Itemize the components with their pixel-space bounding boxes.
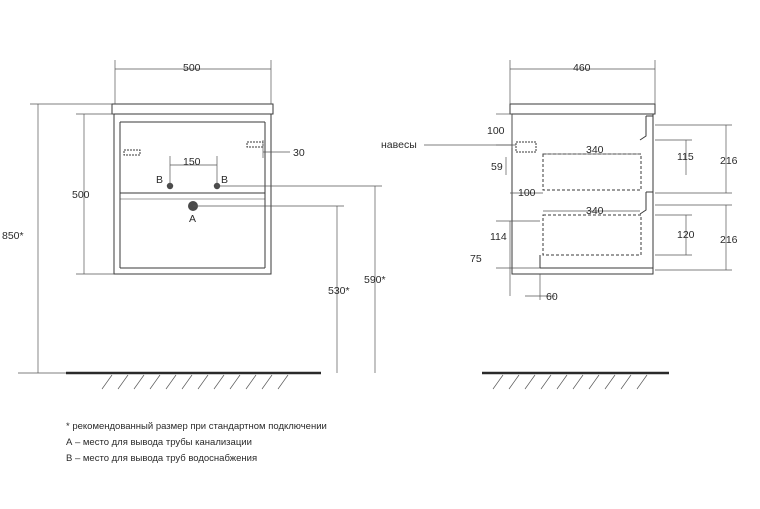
dim-hinge-offset: 30 (293, 147, 305, 159)
label-drain: A (189, 213, 196, 225)
dim-hinge-gap: 59 (491, 161, 503, 173)
dim-shelf-depth-top: 340 (586, 144, 604, 156)
side-front-top-panel (639, 115, 653, 141)
side-drawer-top (542, 153, 642, 191)
floor-hatch-right (492, 374, 648, 390)
front-countertop (111, 103, 274, 115)
dim-hinge-mid: 100 (518, 187, 536, 199)
note-water: В – место для вывода труб водоснабжения (66, 453, 258, 464)
side-countertop (509, 103, 656, 115)
dim-front-height: 500 (72, 189, 90, 201)
dim-bottom-gap: 114 (490, 231, 507, 243)
dim-drain-height: 530* (328, 285, 350, 297)
dim-water-height: 590* (364, 274, 386, 286)
notes: * рекомендованный размер при стандартном… (66, 419, 327, 467)
front-dimensions (30, 60, 382, 373)
dim-side-width: 460 (573, 62, 591, 74)
dim-bottom-drawer-height: 216 (720, 234, 738, 246)
front-cabinet-body (113, 113, 272, 275)
floor-hatch-left (101, 374, 289, 390)
dim-recess: 60 (546, 291, 558, 303)
note-drain: А – место для вывода трубы канализации (66, 437, 252, 448)
dim-top-drawer-gap: 115 (677, 151, 694, 163)
side-hinge (515, 141, 537, 153)
label-water-right: B (221, 174, 228, 186)
note-recommended: * рекомендованный размер при стандартном… (66, 421, 327, 432)
dim-bottom-drawer-gap: 120 (677, 229, 695, 241)
dim-front-width: 500 (183, 62, 201, 74)
side-cabinet-body (511, 113, 654, 275)
label-water-left: B (156, 174, 163, 186)
side-front-bottom-panel (639, 191, 653, 215)
dim-hinge-top: 100 (487, 125, 505, 137)
dim-top-drawer-height: 216 (720, 155, 738, 167)
front-view (111, 103, 274, 275)
side-dimensions (424, 60, 732, 300)
hinge-mark-left (123, 149, 141, 156)
label-hinges: навесы (381, 139, 417, 151)
dim-total-height: 850* (2, 230, 24, 242)
dim-plinth: 75 (470, 253, 482, 265)
side-view (509, 103, 656, 275)
dim-pipe-spacing: 150 (183, 156, 201, 168)
side-drawer-bottom (542, 214, 642, 256)
dim-shelf-depth-bottom: 340 (586, 205, 604, 217)
